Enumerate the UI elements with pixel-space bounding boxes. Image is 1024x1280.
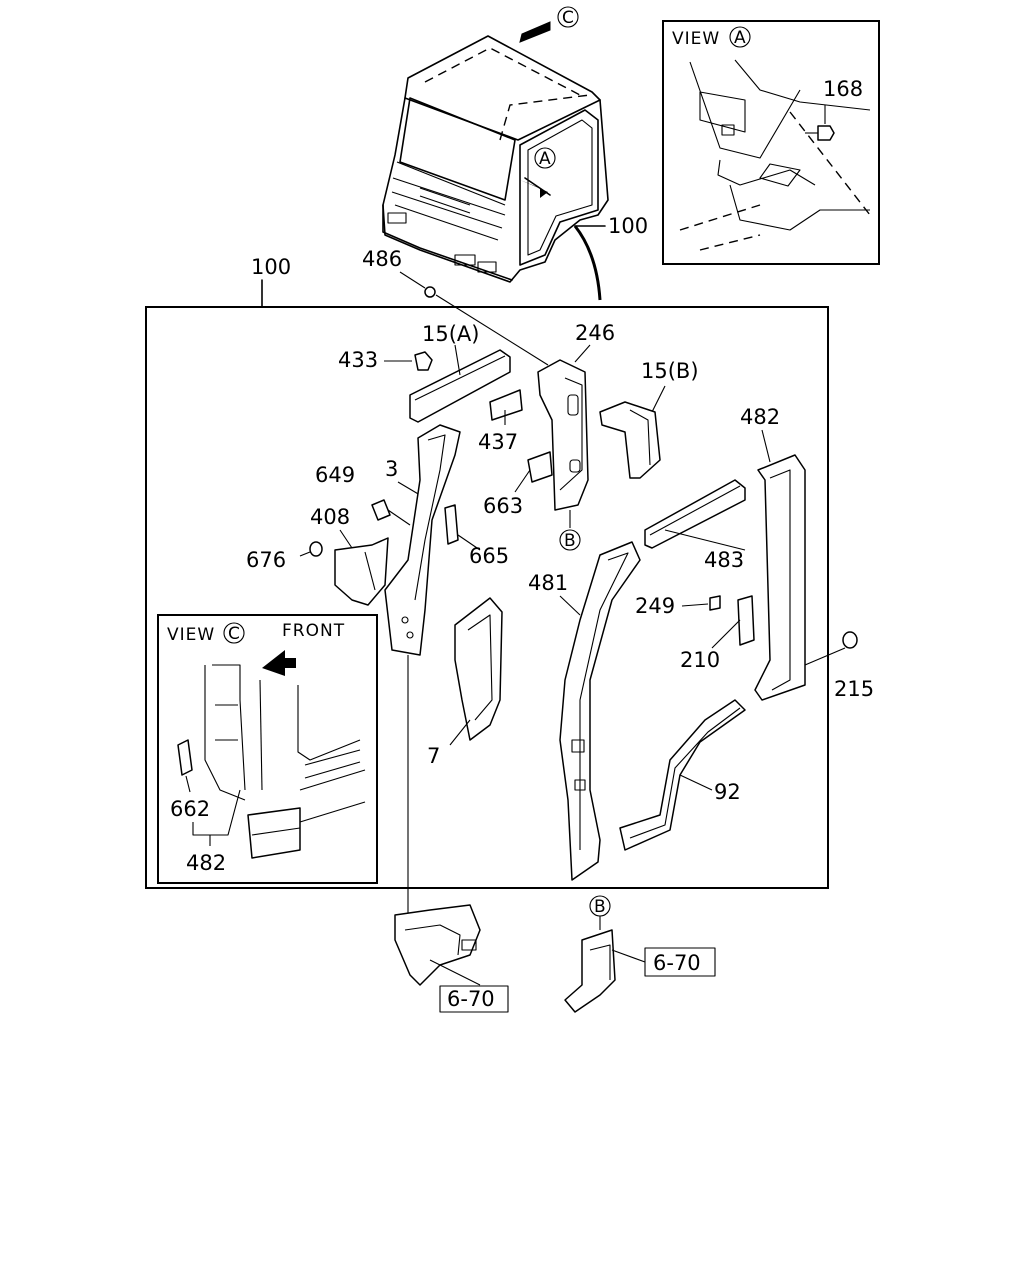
page-ref-left: 6-70: [447, 987, 495, 1011]
callout-15b: 15(B): [641, 359, 699, 383]
marker-b: B: [564, 531, 577, 551]
part-486: 486: [362, 247, 549, 366]
callout-482: 482: [740, 405, 780, 429]
main-assembly-box: 100: [145, 255, 829, 889]
view-a-inset: VIEW A 168: [662, 20, 880, 265]
part-437: 437: [478, 389, 523, 454]
callout-100-cab: 100: [608, 214, 648, 238]
sub-assembly-left: 6-70: [394, 904, 509, 1013]
view-c-marker-label: C: [562, 8, 575, 28]
callout-433: 433: [338, 348, 378, 372]
callout-483: 483: [704, 548, 744, 572]
callout-215: 215: [834, 677, 874, 701]
callout-92: 92: [714, 780, 741, 804]
truck-cab-illustration: A C 100: [382, 6, 648, 301]
part-92: 92: [619, 699, 746, 851]
callout-481: 481: [528, 571, 568, 595]
part-481: 481: [528, 541, 641, 881]
callout-3: 3: [385, 457, 398, 481]
callout-408: 408: [310, 505, 350, 529]
callout-482-view: 482: [186, 851, 226, 875]
page-ref-right: 6-70: [653, 951, 701, 975]
part-665: 665: [444, 504, 509, 568]
callout-676: 676: [246, 548, 286, 572]
part-408: 408 676: [246, 505, 389, 606]
callout-665: 665: [469, 544, 509, 568]
part-246: 246 B: [537, 321, 615, 551]
view-c-title-marker: C: [228, 624, 241, 644]
callout-663: 663: [483, 494, 523, 518]
callout-100-assembly: 100: [251, 255, 291, 279]
callout-168: 168: [823, 77, 863, 101]
part-7: 7: [427, 597, 503, 768]
callout-486: 486: [362, 247, 402, 271]
view-c-title: VIEW: [167, 625, 215, 645]
view-c-front-label: FRONT: [282, 621, 345, 641]
part-482: 482: [740, 405, 806, 701]
view-a-marker-label: A: [539, 149, 552, 169]
marker-b-bottom: B: [594, 897, 607, 917]
view-a-title-marker: A: [734, 28, 747, 48]
view-a-title: VIEW: [672, 29, 720, 49]
callout-7: 7: [427, 744, 440, 768]
part-15b: 15(B): [599, 359, 699, 479]
sub-assembly-right: B 6-70: [564, 895, 716, 1013]
callout-249: 249: [635, 594, 675, 618]
part-483: 483: [644, 479, 746, 572]
view-c-inset: VIEW C FRONT 662 482: [157, 614, 378, 884]
part-15a: 15(A) 433: [338, 322, 511, 423]
part-3: 3: [384, 424, 461, 656]
part-649: 649: [315, 463, 411, 526]
part-215: 215: [804, 631, 874, 701]
callout-662: 662: [170, 797, 210, 821]
callout-246: 246: [575, 321, 615, 345]
callout-437: 437: [478, 430, 518, 454]
part-249-210: 249 210: [635, 594, 755, 672]
part-663: 663: [483, 451, 553, 518]
callout-15a: 15(A): [422, 322, 479, 346]
callout-649: 649: [315, 463, 355, 487]
callout-210: 210: [680, 648, 720, 672]
